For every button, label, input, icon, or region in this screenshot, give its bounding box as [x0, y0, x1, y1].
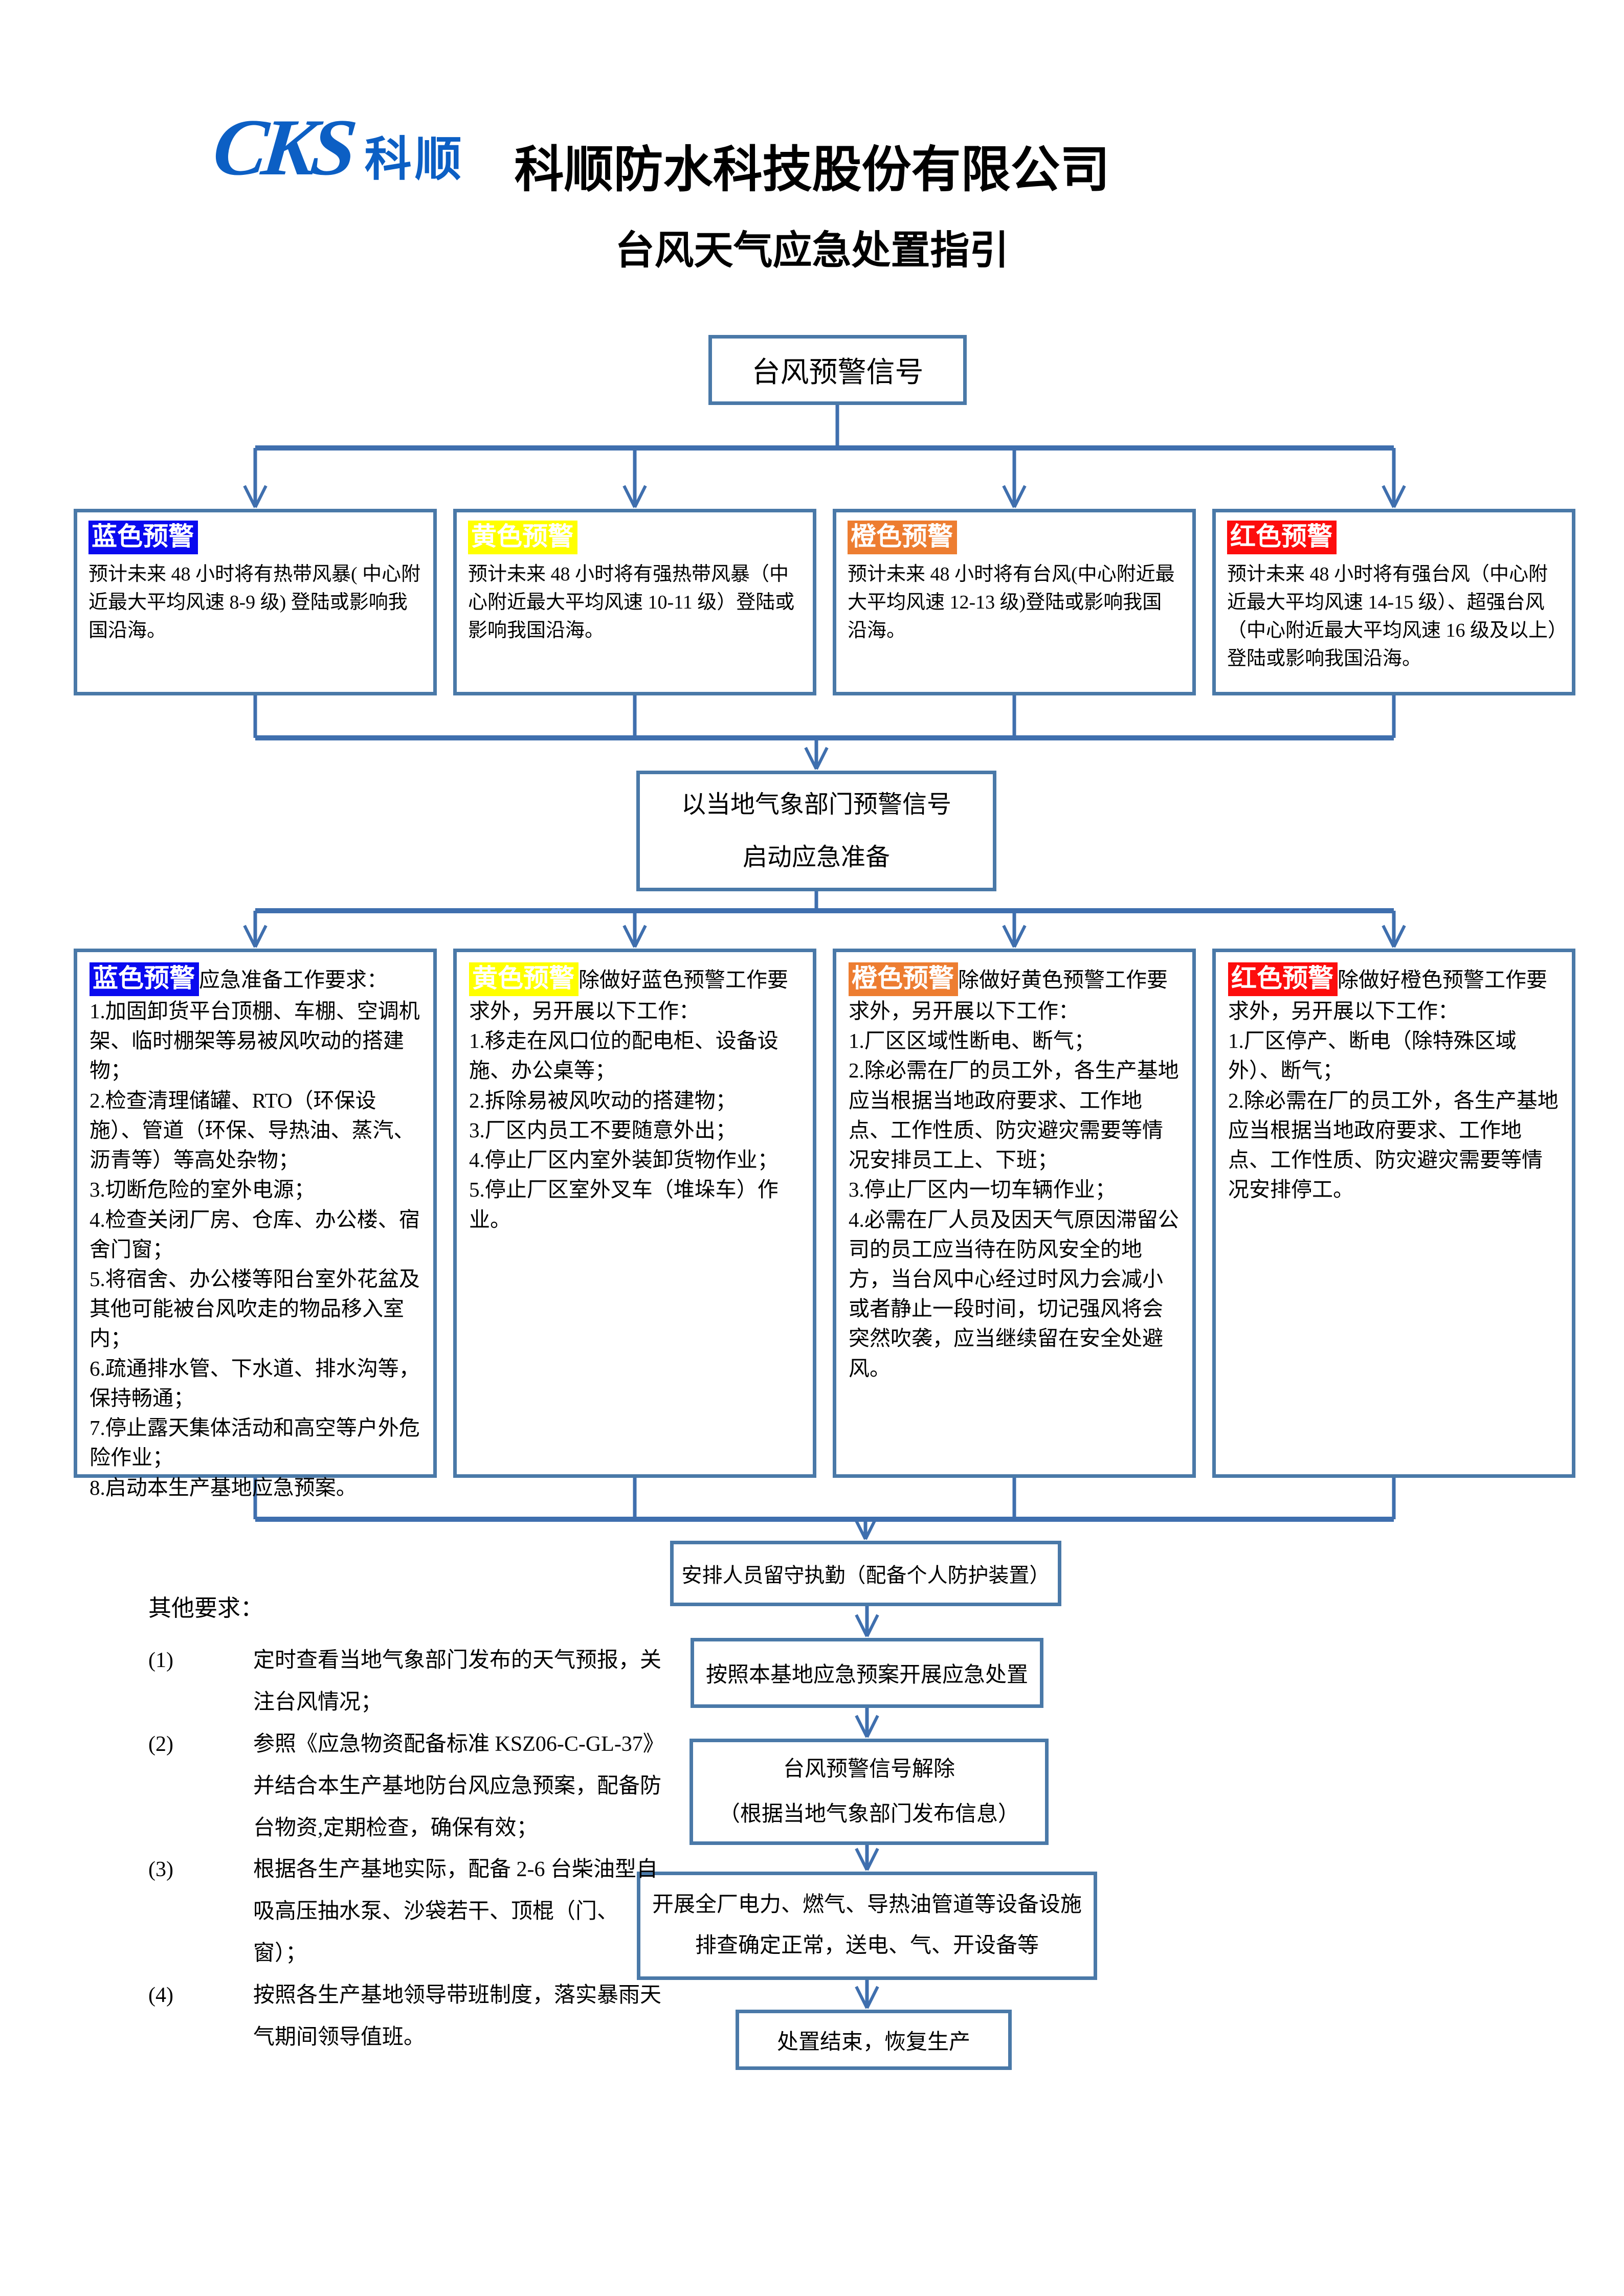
blue-warning-text: 预计未来 48 小时将有热带风暴( 中心附近最大平均风速 8-9 级) 登陆或影…	[88, 564, 421, 642]
item-text: 根据各生产基地实际，配备 2-6 台柴油型自吸高压抽水泵、沙袋若干、顶棍（门、窗…	[253, 1858, 658, 1966]
blue-action-chip: 蓝色预警	[90, 962, 199, 996]
orange-warning-text: 预计未来 48 小时将有台风(中心附近最大平均风速 12-13 级)登陆或影响我…	[848, 564, 1175, 642]
yellow-action-box: 黄色预警除做好蓝色预警工作要求外，另开展以下工作： 1.移走在风口位的配电柜、设…	[453, 949, 816, 1478]
red-warning-box: 红色预警 预计未来 48 小时将有强台风（中心附近最大平均风速 14-15 级）…	[1212, 509, 1575, 695]
orange-action-text: 除做好黄色预警工作要求外，另开展以下工作： 1.厂区区域性断电、断气； 2.除必…	[849, 968, 1179, 1380]
flow-start-label: 台风预警信号	[751, 357, 924, 389]
resume-production-box: 处置结束，恢复生产	[736, 2010, 1012, 2070]
item-text: 按照各生产基地领导带班制度，落实暴雨天气期间领导值班。	[253, 1984, 662, 2050]
blue-action-box: 蓝色预警应急准备工作要求： 1.加固卸货平台顶棚、车棚、空调机架、临时棚架等易被…	[74, 949, 437, 1499]
red-warning-chip: 红色预警	[1227, 521, 1337, 554]
other-requirements-heading: 其他要求：	[148, 1595, 264, 1621]
emergency-response-box: 按照本基地应急预案开展应急处置	[691, 1638, 1043, 1708]
company-logo: CKS 科顺	[209, 103, 465, 192]
yellow-warning-box: 黄色预警 预计未来 48 小时将有强热带风暴（中心附近最大平均风速 10-11 …	[453, 509, 816, 695]
red-action-box: 红色预警除做好橙色预警工作要求外，另开展以下工作： 1.厂区停产、断电（除特殊区…	[1212, 949, 1575, 1478]
company-title: 科顺防水科技股份有限公司	[514, 143, 1110, 197]
list-item: (4) 按照各生产基地领导带班制度，落实暴雨天气期间领导值班。	[148, 1975, 670, 2059]
item-number: (1)	[148, 1649, 173, 1672]
item-text: 定时查看当地气象部门发布的天气预报，关注台风情况；	[253, 1649, 662, 1714]
yellow-warning-chip: 黄色预警	[468, 521, 577, 554]
prepare-box: 以当地气象部门预警信号 启动应急准备	[636, 771, 996, 891]
orange-warning-chip: 橙色预警	[848, 521, 957, 554]
orange-warning-box: 橙色预警 预计未来 48 小时将有台风(中心附近最大平均风速 12-13 级)登…	[833, 509, 1196, 695]
other-requirements: 其他要求： (1) 定时查看当地气象部门发布的天气预报，关注台风情况； (2) …	[148, 1589, 670, 2059]
prepare-label: 以当地气象部门预警信号 启动应急准备	[681, 791, 951, 871]
item-number: (2)	[148, 1732, 173, 1756]
yellow-warning-text: 预计未来 48 小时将有强热带风暴（中心附近最大平均风速 10-11 级）登陆或…	[468, 564, 795, 642]
red-action-chip: 红色预警	[1228, 962, 1338, 996]
red-warning-text: 预计未来 48 小时将有强台风（中心附近最大平均风速 14-15 级）、超强台风…	[1227, 564, 1558, 670]
list-item: (1) 定时查看当地气象部门发布的天气预报，关注台风情况；	[148, 1640, 670, 1724]
warning-action-row: 蓝色预警应急准备工作要求： 1.加固卸货平台顶棚、车棚、空调机架、临时棚架等易被…	[74, 949, 1575, 1499]
item-number: (3)	[148, 1858, 173, 1882]
signal-lifted-box: 台风预警信号解除 （根据当地气象部门发布信息）	[689, 1739, 1049, 1845]
item-text: 参照《应急物资配备标准 KSZ06-C-GL-37》并结合本生产基地防台风应急预…	[253, 1732, 664, 1840]
equipment-check-box: 开展全厂电力、燃气、导热油管道等设备设施排查确定正常，送电、气、开设备等	[637, 1872, 1097, 1980]
yellow-action-chip: 黄色预警	[469, 962, 579, 996]
logo-chinese-text: 科顺	[364, 133, 465, 186]
item-number: (4)	[148, 1984, 173, 2008]
list-item: (3) 根据各生产基地实际，配备 2-6 台柴油型自吸高压抽水泵、沙袋若干、顶棍…	[148, 1849, 670, 1975]
blue-warning-chip: 蓝色预警	[88, 521, 198, 554]
blue-action-text: 应急准备工作要求： 1.加固卸货平台顶棚、车棚、空调机架、临时棚架等易被风吹动的…	[90, 968, 420, 1499]
warning-definition-row: 蓝色预警 预计未来 48 小时将有热带风暴( 中心附近最大平均风速 8-9 级)…	[74, 509, 1575, 695]
orange-action-chip: 橙色预警	[849, 962, 958, 996]
standby-duty-box: 安排人员留守执勤（配备个人防护装置）	[670, 1541, 1061, 1606]
list-item: (2) 参照《应急物资配备标准 KSZ06-C-GL-37》并结合本生产基地防台…	[148, 1724, 670, 1850]
red-action-text: 除做好橙色预警工作要求外，另开展以下工作： 1.厂区停产、断电（除特殊区域外）、…	[1228, 968, 1559, 1202]
blue-warning-box: 蓝色预警 预计未来 48 小时将有热带风暴( 中心附近最大平均风速 8-9 级)…	[74, 509, 437, 695]
flow-start-box: 台风预警信号	[708, 335, 967, 405]
orange-action-box: 橙色预警除做好黄色预警工作要求外，另开展以下工作： 1.厂区区域性断电、断气； …	[833, 949, 1196, 1478]
yellow-action-text: 除做好蓝色预警工作要求外，另开展以下工作： 1.移走在风口位的配电柜、设备设施、…	[469, 968, 788, 1231]
document-title: 台风天气应急处置指引	[615, 229, 1009, 273]
